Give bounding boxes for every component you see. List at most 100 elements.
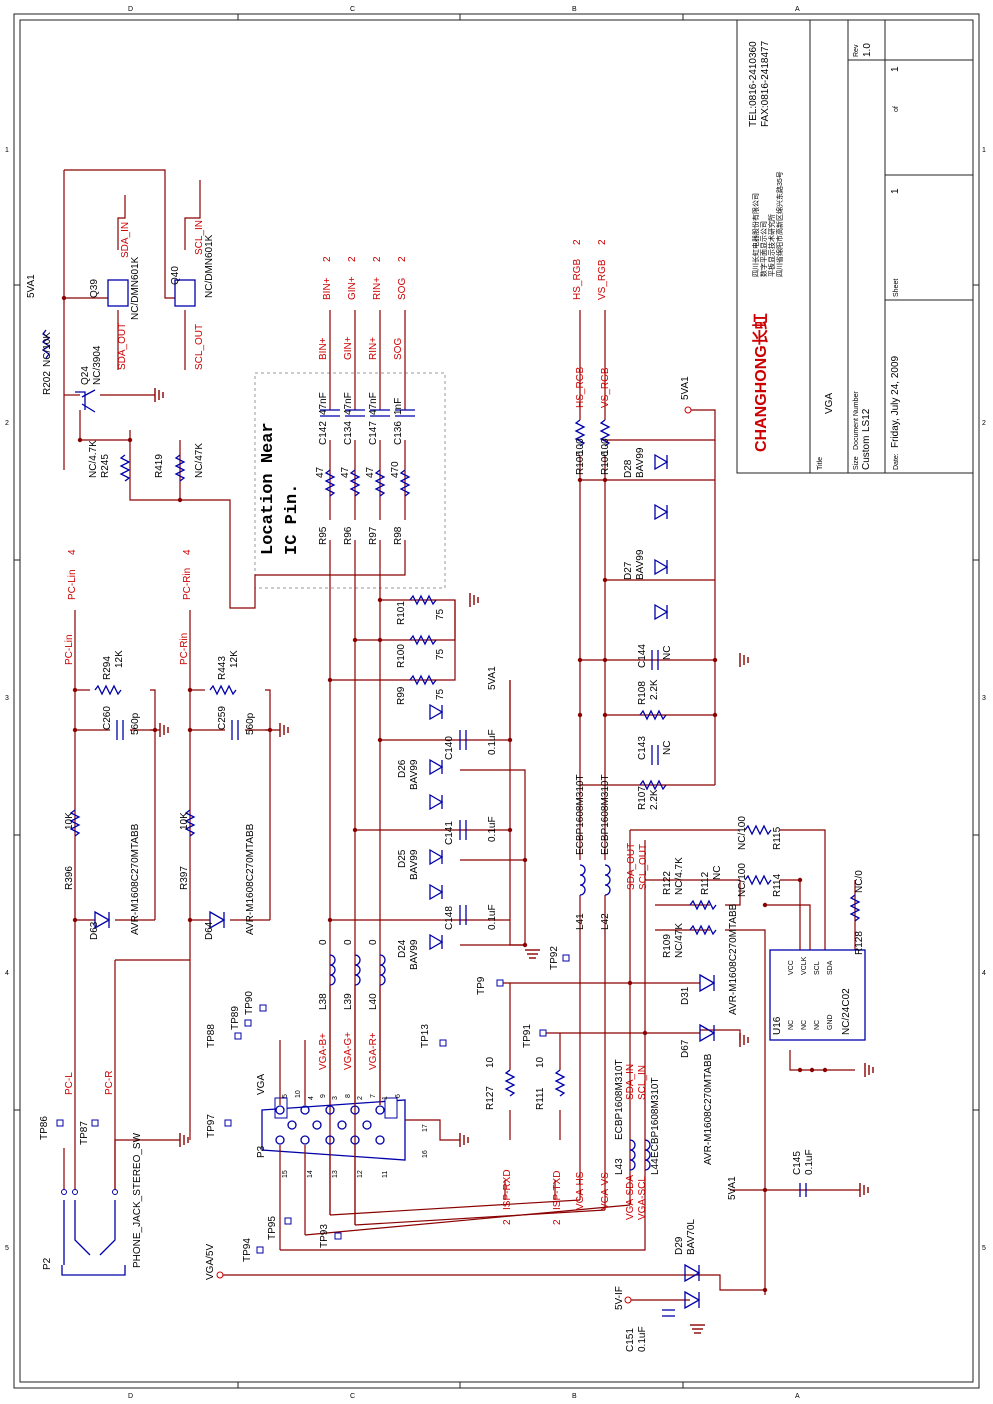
zone-label-right-4: 4 [982,970,986,977]
c151-value: 0.1uF [637,1326,648,1352]
net-vga-vs: VGA-VS [600,1172,611,1210]
ferrites-l38-l40 [329,954,386,986]
d28-ref: D28 [623,459,634,478]
r105-r106-symbols [574,419,611,447]
ground-u16 [864,1063,874,1077]
r114-ref: R114 [772,873,783,897]
q40-symbol [174,279,196,307]
net-rin-sheet: 2 [372,256,383,262]
net-scl-out-u16: SCL_OUT [638,844,649,890]
u16-pin3-name: NC [814,1020,821,1030]
r128-ref: R128 [854,931,865,955]
c134-value: 47nF [343,392,354,415]
audio-components [69,684,239,930]
tp88-label: TP88 [206,1024,217,1048]
net-5va1-bottom: 5VA1 [727,1176,738,1200]
net-gin: GIN+ [347,276,358,300]
ground-audio [159,723,289,737]
r202-ref: R202 [42,371,53,395]
net-sog-sheet: 2 [397,256,408,262]
l39-ref: L39 [343,993,354,1010]
tp9-label: TP9 [476,976,487,995]
p2-value: PHONE_JACK_STEREO_SW [132,1132,143,1268]
vga-pin-5: 5 [282,1094,289,1098]
net-hs-sheet: 2 [572,239,583,245]
r95-value: 47 [315,466,326,478]
net-scl-in-bottom: SCL_IN [637,1065,648,1100]
zone-label-bottom-d: D [128,1393,133,1400]
r99-ref: R99 [396,686,407,705]
tp91-label: TP91 [522,1024,533,1048]
net-vga-hs: VGA-HS [575,1171,586,1210]
c140-ref: C140 [444,736,455,760]
d24-ref: D24 [397,939,408,958]
r109-value: NC/47K [674,923,685,958]
r105-ref: R105 [575,451,586,475]
c147-ref: C147 [368,421,379,445]
c145-value: 0.1uF [804,1149,815,1175]
r127-ref: R127 [485,1086,496,1110]
r396-ref: R396 [64,866,75,890]
l41-value: ECBP1608M310T [575,774,586,855]
u16-pin8-name: VCC [788,960,795,975]
r101-value: 75 [435,608,446,620]
r202-value: NC/10K [42,332,53,367]
tp87-label: TP87 [79,1121,90,1145]
document-number-label: Document Number [853,391,860,450]
net-pc-rin-wire: PC-Rin [179,633,190,665]
outer-border [13,13,980,1389]
c136-ref: C136 [393,421,404,445]
net-sog: SOG [397,278,408,300]
of-label: of [893,106,900,112]
u16-pin2-name: NC [801,1020,808,1030]
r107-value: 2.2K [649,789,660,810]
bottom-components [504,1069,807,1317]
net-pc-l: PC-L [64,1072,75,1095]
r127-value: 10 [485,1056,496,1068]
r397-ref: R397 [179,866,190,890]
u16-value: NC/24C02 [841,988,852,1035]
bav99-protection [429,703,467,951]
vga-pin-8: 8 [345,1094,352,1098]
u16-pin6-name: SCL [814,961,821,975]
net-isp-txd: ISP-TXD [552,1171,563,1210]
net-sog-wire: SOG [393,338,404,360]
tp13-label: TP13 [420,1024,431,1048]
r106-value: 100 [600,438,611,455]
zone-ticks [14,14,979,1388]
r112-value: NC [712,866,723,880]
eeprom-wires [500,829,856,1295]
vga-pin-7: 7 [370,1094,377,1098]
zone-label-side-3: 3 [5,695,9,702]
r397-value: 10K [179,812,190,830]
d25-value: BAV99 [409,849,420,880]
net-pc-lin: PC-Lin [67,569,78,600]
d27-ref: D27 [623,561,634,580]
r100-ref: R100 [396,644,407,668]
net-bin-wire: BIN+ [318,337,329,360]
net-isp-rxd-sheet: 2 [502,1219,513,1225]
net-gin-sheet: 2 [347,256,358,262]
q39-symbol [107,279,129,307]
c141-value: 0.1uF [487,816,498,842]
l42-value: ECBP1608M310T [600,774,611,855]
r115-ref: R115 [772,826,783,850]
ground-sync [739,653,749,667]
zone-label-top-a: A [795,6,800,13]
l44-ref: L44 [650,1158,661,1175]
r108-ref: R108 [637,681,648,705]
title-block-fax: FAX:0816-2418477 [760,40,771,127]
c148-ref: C148 [444,906,455,930]
d31-value: AVR-M1608C270MTABB [728,903,739,1015]
r97-ref: R97 [368,526,379,545]
u16-ref: U16 [772,1016,783,1035]
vga-pin-17: 17 [422,1124,429,1132]
c145-ref: C145 [792,1151,803,1175]
inner-border [19,19,974,1383]
eeprom-resistors [689,824,861,1043]
series-resistors [324,469,411,497]
net-5vif: 5V-IF [614,1286,625,1310]
l39-value: 0 [343,939,354,945]
d24-value: BAV99 [409,939,420,970]
net-pc-lin-sheet: 4 [67,549,78,555]
